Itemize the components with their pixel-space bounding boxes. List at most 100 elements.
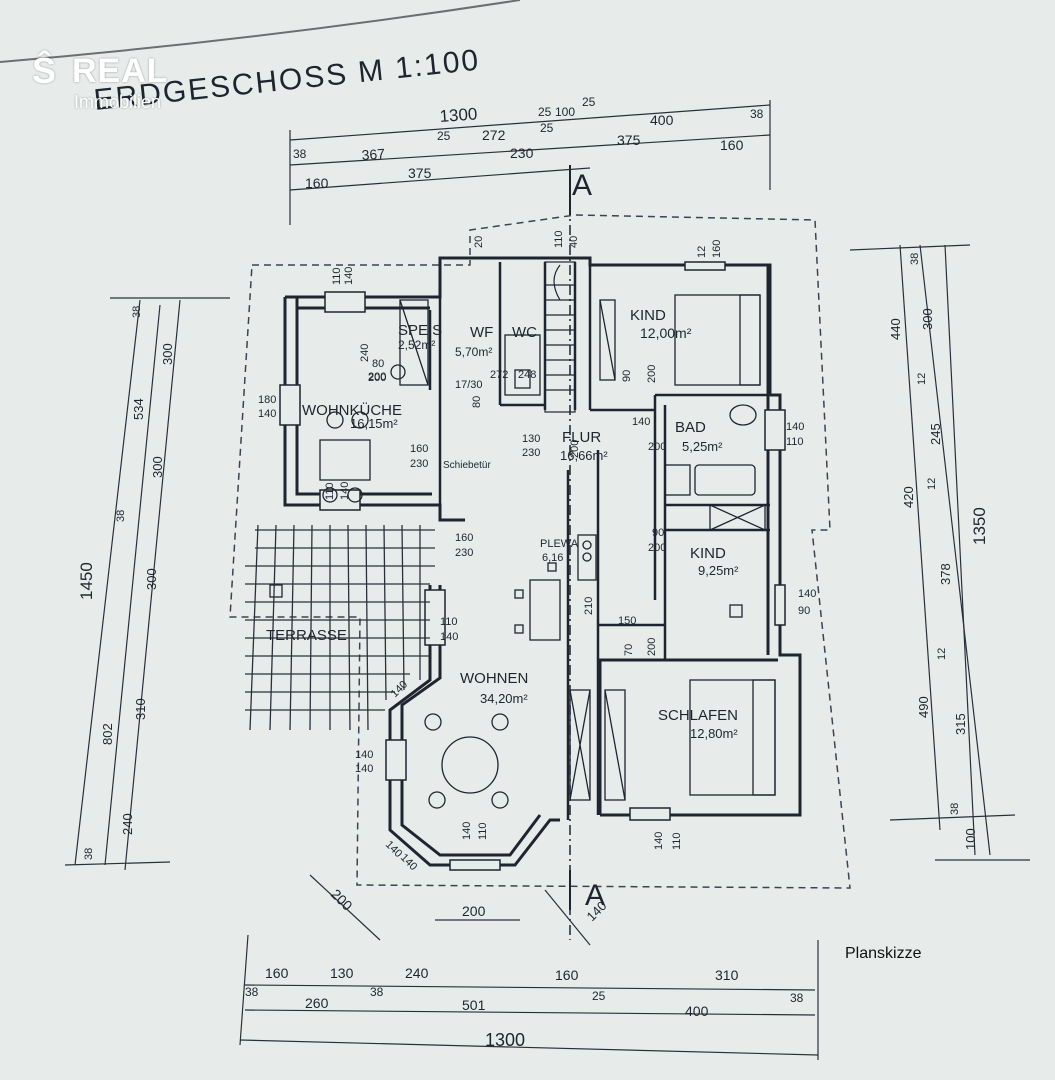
dim-right-a-2: 490 <box>916 696 931 718</box>
dim-top-r2-4: 25 <box>540 121 554 135</box>
room-kind1-name: KIND <box>630 307 666 324</box>
dim-open-5: 200 <box>368 372 386 384</box>
room-schlafen-name: SCHLAFEN <box>658 707 738 724</box>
dim-open-6: 180 <box>258 394 276 406</box>
dim-open-15: 230 <box>455 547 473 559</box>
dim-right-total: 1350 <box>970 507 989 545</box>
brand-name: REAL <box>72 52 169 90</box>
room-labels: SPEIS 2,52m² WF 5,70m² WC KIND 12,00m² W… <box>266 307 739 741</box>
label-plewa: PLEWA <box>540 538 579 550</box>
room-kind2-name: KIND <box>690 545 726 562</box>
room-speis-area: 2,52m² <box>398 338 435 352</box>
dim-left-b-3: 310 <box>133 698 148 720</box>
dim-top-r3-1: 375 <box>408 165 432 181</box>
dim-open-4: 80 <box>372 358 384 370</box>
dim-right-a-0: 440 <box>888 318 903 340</box>
dim-open-43: 80 <box>471 396 483 408</box>
dim-open-12: 130 <box>522 433 540 445</box>
dim-open-41: 210 <box>583 597 595 615</box>
label-schiebetuer: Schiebetür <box>443 460 491 471</box>
room-wohnkueche-area: 16,15m² <box>350 416 398 431</box>
dim-top-r1-1: 100 <box>555 105 575 119</box>
dim-open-2: 240 <box>359 344 371 362</box>
dim-open-8: 110 <box>324 482 336 500</box>
dim-open-9: 140 <box>339 482 351 500</box>
dim-open-36: 70 <box>623 644 635 656</box>
dimension-lines <box>64 100 1030 1060</box>
room-wohnen-name: WOHNEN <box>460 670 528 687</box>
plan-note: Planskizze <box>845 945 922 962</box>
dim-top-r2-3: 272 <box>482 127 506 143</box>
dim-left-b-4: 240 <box>120 813 135 835</box>
dim-open-25: 140 <box>653 832 665 850</box>
room-terrasse-name: TERRASSE <box>266 627 347 644</box>
room-wf-area: 5,70m² <box>455 345 492 359</box>
brand-symbol: Ŝ <box>32 50 57 91</box>
room-wohnen-area: 34,20m² <box>480 691 528 706</box>
dim-bottom-r1-3: 160 <box>555 967 579 983</box>
dim-top-r1-0: 25 <box>538 105 552 119</box>
room-schlafen-area: 12,80m² <box>690 726 738 741</box>
section-mark-top: A <box>572 169 592 202</box>
dim-bottom-r2-5: 400 <box>685 1003 709 1019</box>
dim-open-7: 140 <box>258 408 276 420</box>
room-flur-name: FLUR <box>562 429 601 446</box>
dim-right-b-4: 12 <box>926 478 938 490</box>
dim-top-r1-2: 25 <box>582 95 596 109</box>
dim-open-38: 140 <box>632 416 650 428</box>
room-flur-area: 16,66m² <box>560 448 608 463</box>
dimension-text: 1300 25 100 25 400 38 38 367 25 272 25 3… <box>77 95 989 1050</box>
dim-open-32: 90 <box>621 370 633 382</box>
dim-left-a-4: 38 <box>83 848 95 860</box>
dim-open-37: 200 <box>646 638 658 656</box>
dim-open-11: 230 <box>410 458 428 470</box>
dim-left-a-1: 534 <box>131 398 146 420</box>
dim-right-b-5: 378 <box>938 563 953 585</box>
dim-open-17: 140 <box>440 631 458 643</box>
dim-bay-1: 200 <box>462 903 486 919</box>
dim-bottom-r1-1: 130 <box>330 965 354 981</box>
furniture <box>269 294 776 809</box>
dim-open-26: 110 <box>671 832 683 850</box>
roof-outline <box>229 214 851 889</box>
dim-right-a-1: 420 <box>901 486 916 508</box>
dim-open-16: 110 <box>440 616 458 628</box>
dim-right-b-1: 300 <box>920 308 935 330</box>
paper-edge <box>0 0 521 63</box>
dim-right-b-7: 315 <box>953 713 968 735</box>
dim-top-total: 1300 <box>439 104 478 126</box>
dim-top-r3-0: 160 <box>305 175 329 191</box>
opening-dimensions: 110 140 240 200 80 200 180 140 110 140 1… <box>258 230 816 873</box>
room-bad-name: BAD <box>675 419 706 436</box>
room-bad-area: 5,25m² <box>682 439 723 454</box>
dim-open-40: 150 <box>618 615 636 627</box>
dim-left-a-2: 38 <box>115 510 127 522</box>
dim-top-r2-1: 367 <box>361 145 386 163</box>
dim-open-31: 200 <box>569 440 581 458</box>
dim-open-14: 160 <box>455 532 473 544</box>
dim-open-33: 200 <box>646 365 658 383</box>
dim-left-total: 1450 <box>77 562 96 600</box>
dim-open-30: 90 <box>798 605 810 617</box>
dim-open-35: 200 <box>648 542 666 554</box>
dim-open-29: 140 <box>798 588 816 600</box>
section-mark-bottom: A <box>585 879 605 912</box>
dim-bottom-r1-0: 160 <box>265 965 289 981</box>
room-kind1-area: 12,00m² <box>640 325 692 341</box>
dim-open-10: 160 <box>410 443 428 455</box>
dim-right-a-3: 100 <box>963 828 978 850</box>
dim-open-42: 17/30 <box>455 379 483 391</box>
room-kind2-area: 9,25m² <box>698 563 739 578</box>
dim-left-b-1: 300 <box>150 456 165 478</box>
dim-top-r2-6: 160 <box>720 137 744 153</box>
dim-open-47: 12 <box>696 246 708 258</box>
dim-open-27: 140 <box>786 421 804 433</box>
dim-open-49: 272 <box>490 369 508 381</box>
dim-open-28: 110 <box>786 436 804 448</box>
dim-bottom-r2-6: 38 <box>790 991 804 1005</box>
brand-sub: Immobilien <box>74 92 162 112</box>
dim-top-r1-3: 400 <box>650 112 674 128</box>
dim-bay-0: 200 <box>328 886 356 914</box>
dim-open-24: 110 <box>477 822 489 840</box>
